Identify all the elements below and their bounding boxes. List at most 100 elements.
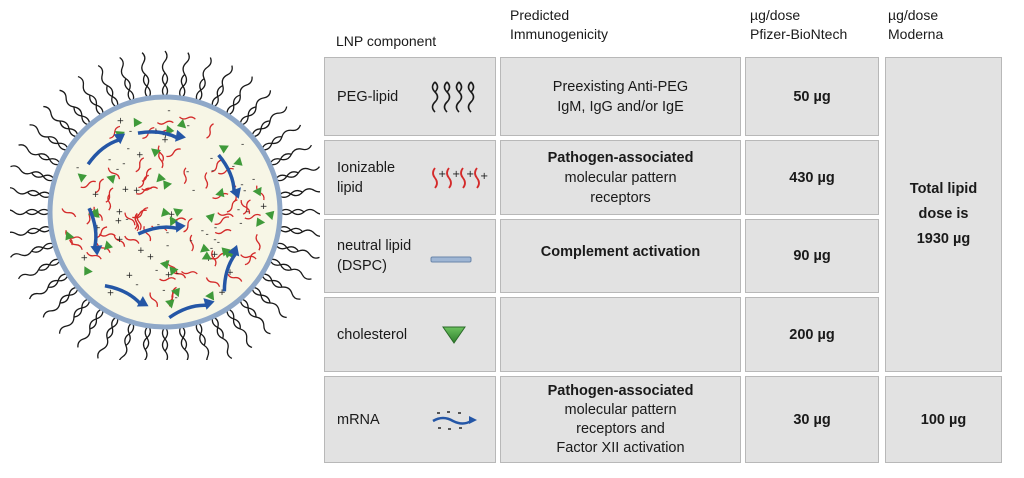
cholesterol-mark <box>215 187 225 198</box>
immunogenicity-text: Complement activation <box>540 244 701 260</box>
mrna-arrow-mark <box>104 284 149 307</box>
ionizable-lipid-mark <box>244 213 261 220</box>
peg-chain <box>10 187 52 198</box>
header-lnp-component: LNP component <box>336 33 437 49</box>
pfizer-dose-peg-lipid: 50 µg <box>745 57 879 136</box>
ionizable-lipid-mark <box>124 212 136 226</box>
immunogenicity-text: receptors and <box>576 420 665 437</box>
cholesterol-mark <box>256 217 266 227</box>
mrna-arrow-mark <box>87 207 103 256</box>
charge-mark: + <box>136 151 144 161</box>
ionizable-lipid-mark <box>113 234 126 247</box>
ionizable-lipid-mark <box>69 239 83 250</box>
peg-chain <box>179 325 189 360</box>
charge-mark: - <box>237 205 240 215</box>
charge-mark: + <box>116 235 124 245</box>
charge-mark: - <box>125 214 128 224</box>
peg-chain <box>10 165 56 182</box>
peg-chain <box>28 273 69 300</box>
ionizable-lipid-mark <box>214 216 230 225</box>
peg-chain <box>226 76 253 116</box>
charge-mark: - <box>239 219 242 229</box>
ionizable-lipid-mark <box>86 251 102 260</box>
peg-lipid-icon <box>431 80 475 113</box>
peg-chain <box>195 57 212 103</box>
moderna-total-line: 1930 µg <box>916 231 971 247</box>
ionizable-lipid-mark <box>204 172 209 189</box>
component-label: PEG-lipid <box>337 88 399 105</box>
charge-mark: - <box>201 226 204 236</box>
peg-chain <box>269 144 313 166</box>
component-cell-mrna: mRNA <box>324 376 496 463</box>
ionizable-lipid-mark <box>95 178 104 194</box>
ionizable-lipid-mark <box>158 151 164 169</box>
charge-mark: + <box>165 270 173 280</box>
cholesterol-mark <box>218 145 229 154</box>
dose-value: 430 µg <box>789 169 835 186</box>
pfizer-dose-ionizable-lipid: 430 µg <box>745 140 879 215</box>
ionizable-lipid-mark <box>143 226 152 242</box>
charge-mark: - <box>176 268 179 278</box>
component-label: mRNA <box>337 411 380 428</box>
ionizable-lipid-mark <box>227 273 243 282</box>
charge-mark: - <box>108 155 111 165</box>
peg-chain <box>179 52 190 99</box>
peg-chain <box>97 64 119 108</box>
peg-chain <box>269 258 312 280</box>
charge-mark: + <box>115 216 123 226</box>
pfizer-dose-neutral-lipid: 90 µg <box>745 219 879 293</box>
peg-chain <box>211 65 233 108</box>
immunogenicity-text: Preexisting Anti-PEG <box>552 78 689 95</box>
charge-mark: - <box>211 166 214 176</box>
charge-mark: - <box>187 121 190 131</box>
cholesterol-mark <box>205 213 215 223</box>
peg-chain <box>29 124 69 151</box>
charge-mark: - <box>189 236 192 246</box>
dose-value: 90 µg <box>793 248 831 264</box>
dose-value: 50 µg <box>793 88 831 105</box>
ionizable-lipid-mark <box>205 277 221 287</box>
mrna-arrow-mark <box>222 244 240 292</box>
ionizable-lipid-mark <box>189 234 194 252</box>
charge-mark: - <box>175 293 178 303</box>
peg-chain <box>10 208 51 216</box>
header-moderna: µg/dose Moderna <box>888 6 943 44</box>
component-cell-neutral-lipid: neutral lipid(DSPC) <box>324 219 496 293</box>
charge-mark: - <box>129 126 132 136</box>
cholesterol-mark <box>133 117 143 128</box>
charge-mark: + <box>161 136 169 146</box>
peg-chain <box>239 298 271 335</box>
charge-mark: - <box>241 140 244 150</box>
neutral-lipid-icon <box>430 256 472 263</box>
svg-text:+: + <box>466 169 474 180</box>
charge-mark: - <box>217 238 220 248</box>
peg-chain <box>278 188 320 198</box>
ionizable-lipid-mark <box>99 233 116 237</box>
immunogenicity-cell-neutral-lipid: Complement activation <box>500 219 741 293</box>
ionizable-lipid-mark <box>240 199 251 214</box>
svg-text:+: + <box>438 169 446 180</box>
cholesterol-mark <box>65 231 75 241</box>
cholesterol-mark <box>163 180 173 190</box>
ionizable-lipid-mark <box>95 226 108 239</box>
charge-mark: - <box>214 223 217 233</box>
cholesterol-mark <box>156 173 166 183</box>
header-moderna-line2: Moderna <box>888 26 944 42</box>
cholesterol-mark <box>265 210 275 221</box>
component-cell-peg-lipid: PEG-lipid <box>324 57 496 136</box>
header-moderna-line1: µg/dose <box>888 7 939 23</box>
charge-mark: + <box>211 250 219 260</box>
mrna-arrow-mark <box>137 220 186 236</box>
charge-mark: - <box>157 220 160 230</box>
charge-mark: - <box>252 174 255 184</box>
ionizable-lipid-icon: ++++ <box>432 166 488 189</box>
peg-chain <box>278 226 320 237</box>
charge-mark: + <box>116 207 124 217</box>
pfizer-dose-mrna: 30 µg <box>745 376 879 463</box>
mrna-arrow-mark <box>137 129 186 142</box>
cholesterol-mark <box>151 148 161 158</box>
cholesterol-mark <box>201 251 212 260</box>
peg-chain <box>195 321 211 360</box>
